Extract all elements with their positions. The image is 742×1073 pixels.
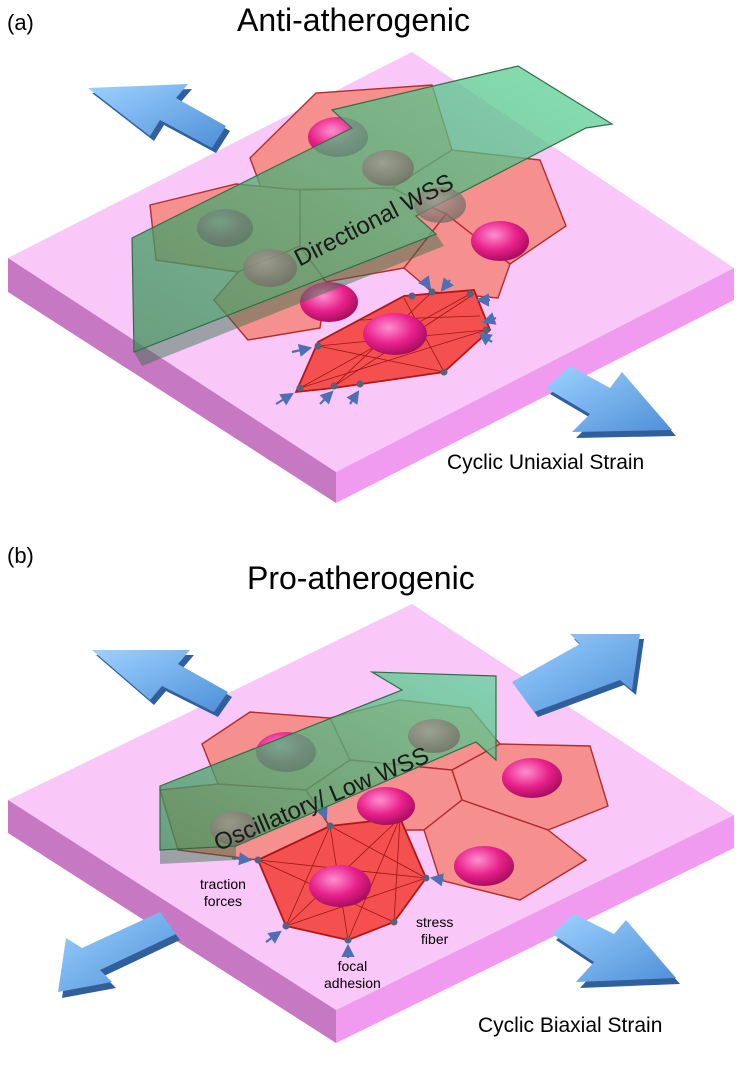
stress-fiber-label: stress fiber: [416, 914, 454, 947]
strain-arrow-upper-left-b: [92, 650, 232, 717]
nucleus: [502, 758, 562, 798]
strain-label-a: Cyclic Uniaxial Strain: [447, 451, 645, 474]
focal-adhesions-a: [296, 288, 490, 392]
strain-label-b: Cyclic Biaxial Strain: [478, 1014, 663, 1037]
panel-letter-a: (a): [7, 10, 34, 35]
nucleus: [309, 865, 371, 907]
traction-arrows-a: [275, 275, 497, 406]
focal-adhesion-label: focal adhesion: [324, 958, 381, 991]
panel-title-a: Anti-atherogenic: [237, 2, 471, 38]
nuclei-under-flow-a: [243, 150, 466, 287]
focal-adhesions-b: [254, 814, 430, 944]
strain-arrow-upper-right-b: [512, 634, 644, 717]
nucleus: [357, 787, 415, 825]
traction-forces-label: traction forces: [200, 876, 246, 909]
nucleus: [300, 282, 358, 322]
panel-a: [8, 52, 734, 503]
panel-b: [8, 604, 734, 1043]
panel-title-b: Pro-atherogenic: [247, 560, 475, 596]
strain-arrow-upper-left-a: [88, 84, 230, 153]
strain-arrow-lower-right-a: [546, 366, 676, 438]
nucleus: [471, 221, 529, 261]
nucleus: [363, 313, 427, 355]
nucleus: [454, 846, 514, 886]
strain-arrow-lower-right-b: [552, 914, 680, 988]
panel-letter-b: (b): [7, 543, 34, 568]
strain-arrow-lower-left-b: [58, 912, 180, 998]
flow-arrow-b: [159, 671, 497, 864]
nuclei-under-flow-b: [210, 719, 460, 845]
